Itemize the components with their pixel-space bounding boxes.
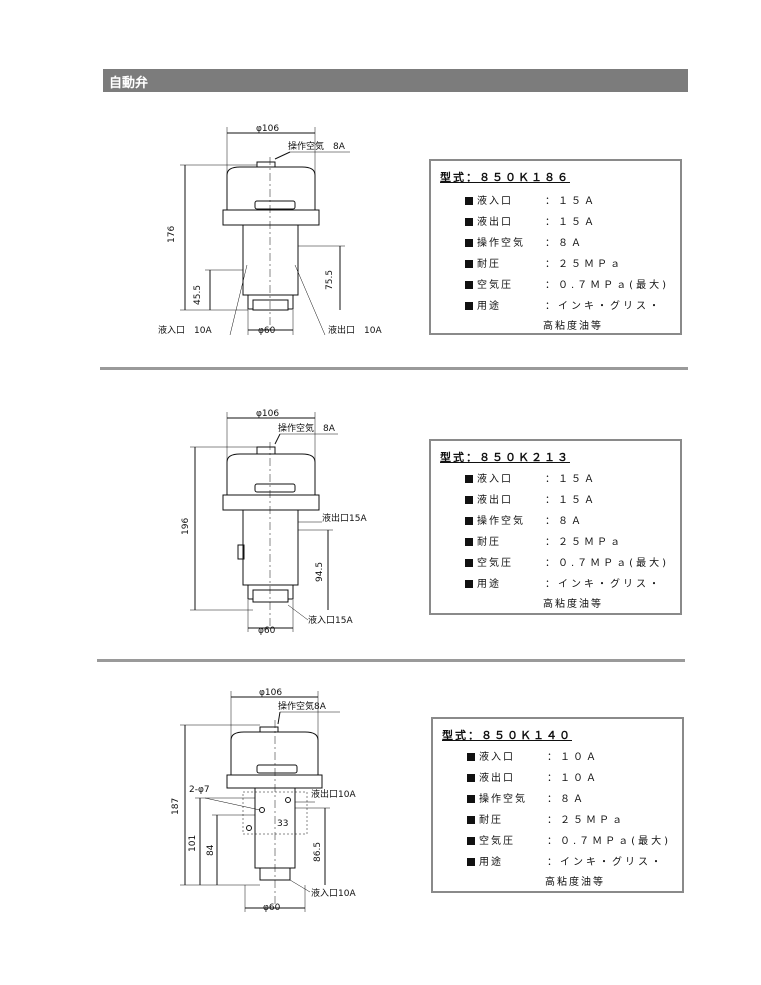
spec-row: 耐圧：２５ＭＰａ [465, 533, 623, 548]
spec-row: 液出口：１５Ａ [465, 491, 597, 506]
spec-row: 空気圧：０.７ＭＰａ(最大) [465, 554, 669, 569]
dim-bottom-dia: φ60 [258, 326, 276, 336]
section-header: 自動弁 [103, 69, 688, 92]
dim-height: 176 [167, 226, 177, 243]
spec-row: 液入口：１５Ａ [465, 192, 597, 207]
spec-box-850k213: 型式：８５０Ｋ２１３ 液入口：１５Ａ 液出口：１５Ａ 操作空気：８Ａ 耐圧：２５… [429, 439, 682, 615]
dim-inner: 33 [277, 819, 288, 829]
model-number: 型式：８５０Ｋ２１３ [440, 451, 570, 464]
spec-row: 空気圧：０.７ＭＰａ(最大) [467, 832, 671, 847]
dim-h1: 45.5 [193, 285, 203, 305]
label-air: 操作空気8A [278, 700, 327, 712]
label-air: 操作空気 8A [288, 140, 346, 152]
label-outlet: 液出口 10A [328, 324, 382, 336]
spec-row: 操作空気：８Ａ [467, 790, 586, 805]
spec-row: 操作空気：８Ａ [465, 512, 584, 527]
spec-row: 操作空気：８Ａ [465, 234, 584, 249]
dim-height: 187 [171, 798, 181, 815]
label-air: 操作空気 8A [278, 422, 336, 434]
spec-note: 高粘度油等 [545, 877, 605, 888]
dim-h1: 101 [188, 835, 198, 852]
spec-row: 空気圧：０.７ＭＰａ(最大) [465, 276, 669, 291]
valve-drawing-850k140: φ106 操作空気8A 2-φ7 液出口10A 33 187 101 84 86… [171, 688, 356, 913]
dim-top-dia: φ106 [256, 409, 279, 419]
dim-height: 196 [181, 518, 191, 535]
valve-drawing-850k186: φ106 操作空気 8A 176 45.5 75.5 液入口 10A φ60 液… [158, 124, 382, 336]
spec-box-850k140: 型式：８５０Ｋ１４０ 液入口：１０Ａ 液出口：１０Ａ 操作空気：８Ａ 耐圧：２５… [431, 717, 684, 893]
dim-h2: 86.5 [313, 842, 323, 862]
spec-row: 耐圧：２５ＭＰａ [465, 255, 623, 270]
spec-row: 用途：インキ・グリス・ [465, 297, 662, 312]
section-divider [100, 367, 688, 370]
section-divider [97, 659, 685, 662]
model-number: 型式：８５０Ｋ１８６ [440, 171, 570, 184]
dim-holes: 2-φ7 [189, 785, 210, 795]
dim-top-dia: φ106 [256, 124, 279, 134]
dim-bottom-dia: φ60 [258, 626, 276, 636]
spec-box-850k186: 型式：８５０Ｋ１８６ 液入口：１５Ａ 液出口：１５Ａ 操作空気：８Ａ 耐圧：２５… [429, 159, 682, 335]
label-outlet: 液出口10A [311, 788, 356, 800]
spec-row: 用途：インキ・グリス・ [465, 575, 662, 590]
label-outlet: 液出口15A [322, 512, 367, 524]
label-inlet: 液入口 10A [158, 324, 212, 336]
dim-h2: 94.5 [315, 562, 325, 582]
label-inlet: 液入口10A [311, 887, 356, 899]
dim-h0: 84 [206, 844, 216, 856]
dim-h2: 75.5 [325, 270, 335, 290]
dim-top-dia: φ106 [259, 688, 282, 698]
spec-row: 液入口：１０Ａ [467, 748, 599, 763]
spec-row: 用途：インキ・グリス・ [467, 853, 664, 868]
spec-note: 高粘度油等 [543, 599, 603, 610]
spec-row: 液出口：１５Ａ [465, 213, 597, 228]
spec-row: 液入口：１５Ａ [465, 470, 597, 485]
valve-drawing-850k213: φ106 操作空気 8A 196 液出口15A 94.5 液入口15A φ60 [181, 409, 367, 636]
label-inlet: 液入口15A [308, 614, 353, 626]
spec-note: 高粘度油等 [543, 321, 603, 332]
section-title: 自動弁 [109, 76, 149, 91]
model-number: 型式：８５０Ｋ１４０ [442, 729, 572, 742]
spec-row: 耐圧：２５ＭＰａ [467, 811, 625, 826]
dim-bottom-dia: φ60 [263, 903, 281, 913]
spec-row: 液出口：１０Ａ [467, 769, 599, 784]
